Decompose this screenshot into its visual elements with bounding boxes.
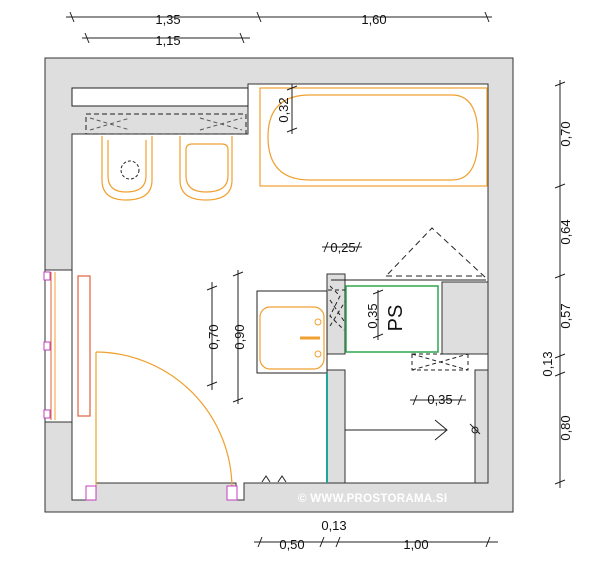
dim-top-inner: 1,15 — [155, 33, 180, 48]
shower-label: PS — [385, 305, 407, 332]
door-stop — [85, 485, 97, 501]
dim-right-5: 0,80 — [558, 415, 573, 440]
dim-shower-035: 0,35 — [365, 303, 380, 328]
dim-right-4: 0,13 — [540, 351, 555, 376]
dim-walkway-035: 0,35 — [427, 392, 452, 407]
walkway-arrow-icon — [345, 419, 481, 441]
shower-door-swing — [387, 227, 487, 279]
partition-lower — [326, 369, 346, 484]
watermark: © WWW.PROSTORAMA.SI — [298, 493, 447, 505]
radiator — [77, 275, 91, 417]
dim-sink-070: 0,70 — [206, 324, 221, 349]
dim-right-2: 0,64 — [558, 219, 573, 244]
dim-top-right: 1,60 — [361, 12, 386, 27]
dim-top-left: 1,35 — [155, 12, 180, 27]
dim-bottom-13: 0,13 — [321, 518, 346, 533]
dim-bottom-100: 1,00 — [403, 537, 428, 552]
dim-right-1: 0,70 — [558, 121, 573, 146]
bathtub — [259, 87, 488, 187]
shower — [328, 227, 487, 371]
window — [43, 269, 91, 423]
partition-right-lower — [474, 369, 489, 484]
walls — [44, 57, 514, 513]
wc-toilet — [101, 136, 153, 201]
dim-sink-090: 0,90 — [232, 324, 247, 349]
sink — [256, 290, 328, 374]
wc-cistern-zone — [85, 113, 247, 135]
partition-upper — [326, 273, 346, 355]
bidet — [179, 136, 233, 201]
dim-gap-025: 0,25 — [330, 240, 355, 255]
dimension-lines — [66, 11, 566, 548]
shelf — [71, 87, 249, 107]
partition-right — [441, 281, 489, 355]
dim-bathtub-depth: 0,32 — [276, 97, 291, 122]
shower-tray — [345, 285, 439, 353]
dim-bottom-50: 0,50 — [279, 537, 304, 552]
dim-right-3: 0,57 — [558, 303, 573, 328]
door — [85, 351, 287, 501]
